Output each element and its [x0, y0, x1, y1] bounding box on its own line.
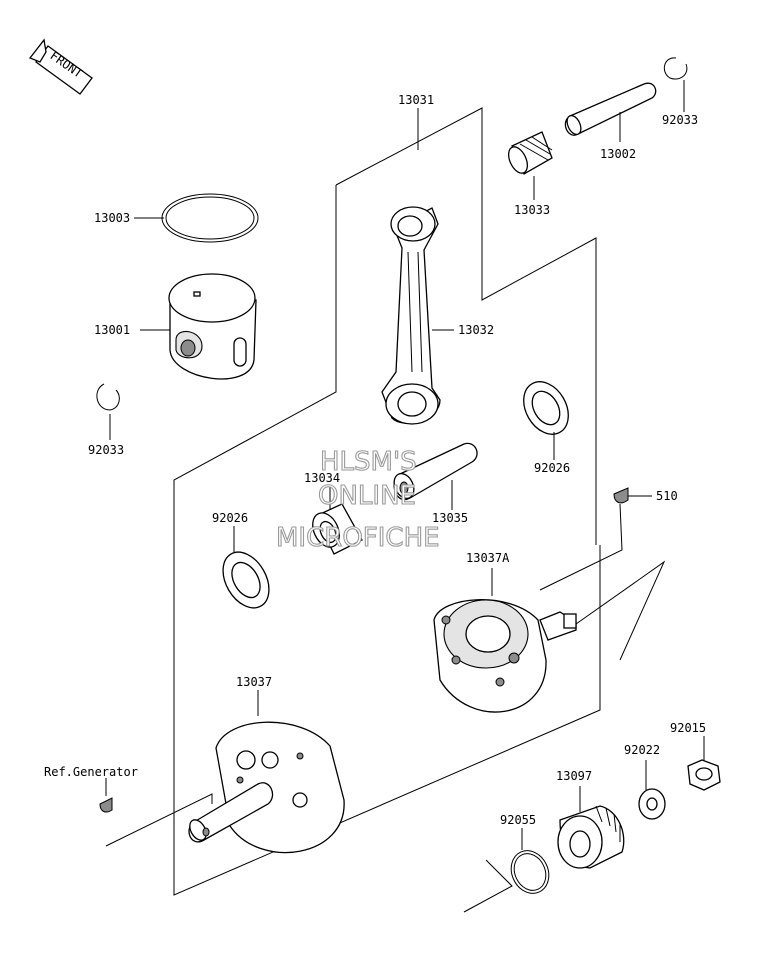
- ref-generator-key: [99, 797, 113, 813]
- piston-ring-13003: [161, 193, 259, 243]
- connecting-rod-13032: [381, 206, 441, 425]
- label-92033-left: 92033: [88, 443, 124, 457]
- crank-pin-13035: [393, 442, 478, 501]
- watermark-line-2: ONLINE: [318, 481, 416, 511]
- shaft-axis-left: [105, 793, 213, 847]
- gear-13097: [557, 805, 625, 869]
- front-arrow-icon: FRONT: [28, 38, 93, 95]
- label-13031: 13031: [398, 93, 434, 107]
- label-92026-left: 92026: [212, 511, 248, 525]
- label-13002: 13002: [600, 147, 636, 161]
- shaft-axis-right: [575, 560, 666, 661]
- crank-half-13037: [188, 721, 345, 854]
- label-92033-top: 92033: [662, 113, 698, 127]
- washer-92026-left: [222, 551, 270, 609]
- piston-13001: [168, 273, 257, 380]
- label-92026-right: 92026: [534, 461, 570, 475]
- label-13037: 13037: [236, 675, 272, 689]
- washer-92022: [638, 788, 666, 820]
- leader-510-shaft: [539, 503, 623, 591]
- o-ring-axis: [463, 859, 513, 913]
- nut-92015: [687, 759, 721, 791]
- crank-half-13037A: [433, 599, 577, 713]
- label-92015: 92015: [670, 721, 706, 735]
- circlip-92033-left: [96, 383, 120, 411]
- label-13003: 13003: [94, 211, 130, 225]
- label-13032: 13032: [458, 323, 494, 337]
- label-13033: 13033: [514, 203, 550, 217]
- watermark-line-1: HLSM'S: [320, 447, 417, 477]
- woodruff-key-510: [613, 487, 629, 504]
- label-92055: 92055: [500, 813, 536, 827]
- needle-bearing-13033: [507, 131, 553, 175]
- piston-pin-13002: [564, 82, 657, 136]
- watermark: HLSM'S ONLINE MICROFICHE: [275, 446, 440, 553]
- o-ring-92055: [510, 850, 550, 894]
- label-ref-generator: Ref.Generator: [44, 765, 138, 779]
- label-13001: 13001: [94, 323, 130, 337]
- label-510: 510: [656, 489, 678, 503]
- circlip-92033-top: [663, 57, 688, 80]
- needle-bearing-13034: [312, 503, 363, 555]
- label-13034: 13034: [304, 471, 340, 485]
- washer-92026-right: [523, 381, 569, 435]
- watermark-line-3: MICROFICHE: [276, 523, 440, 553]
- label-13035: 13035: [432, 511, 468, 525]
- label-13037A: 13037A: [466, 551, 510, 565]
- label-13097: 13097: [556, 769, 592, 783]
- label-92022: 92022: [624, 743, 660, 757]
